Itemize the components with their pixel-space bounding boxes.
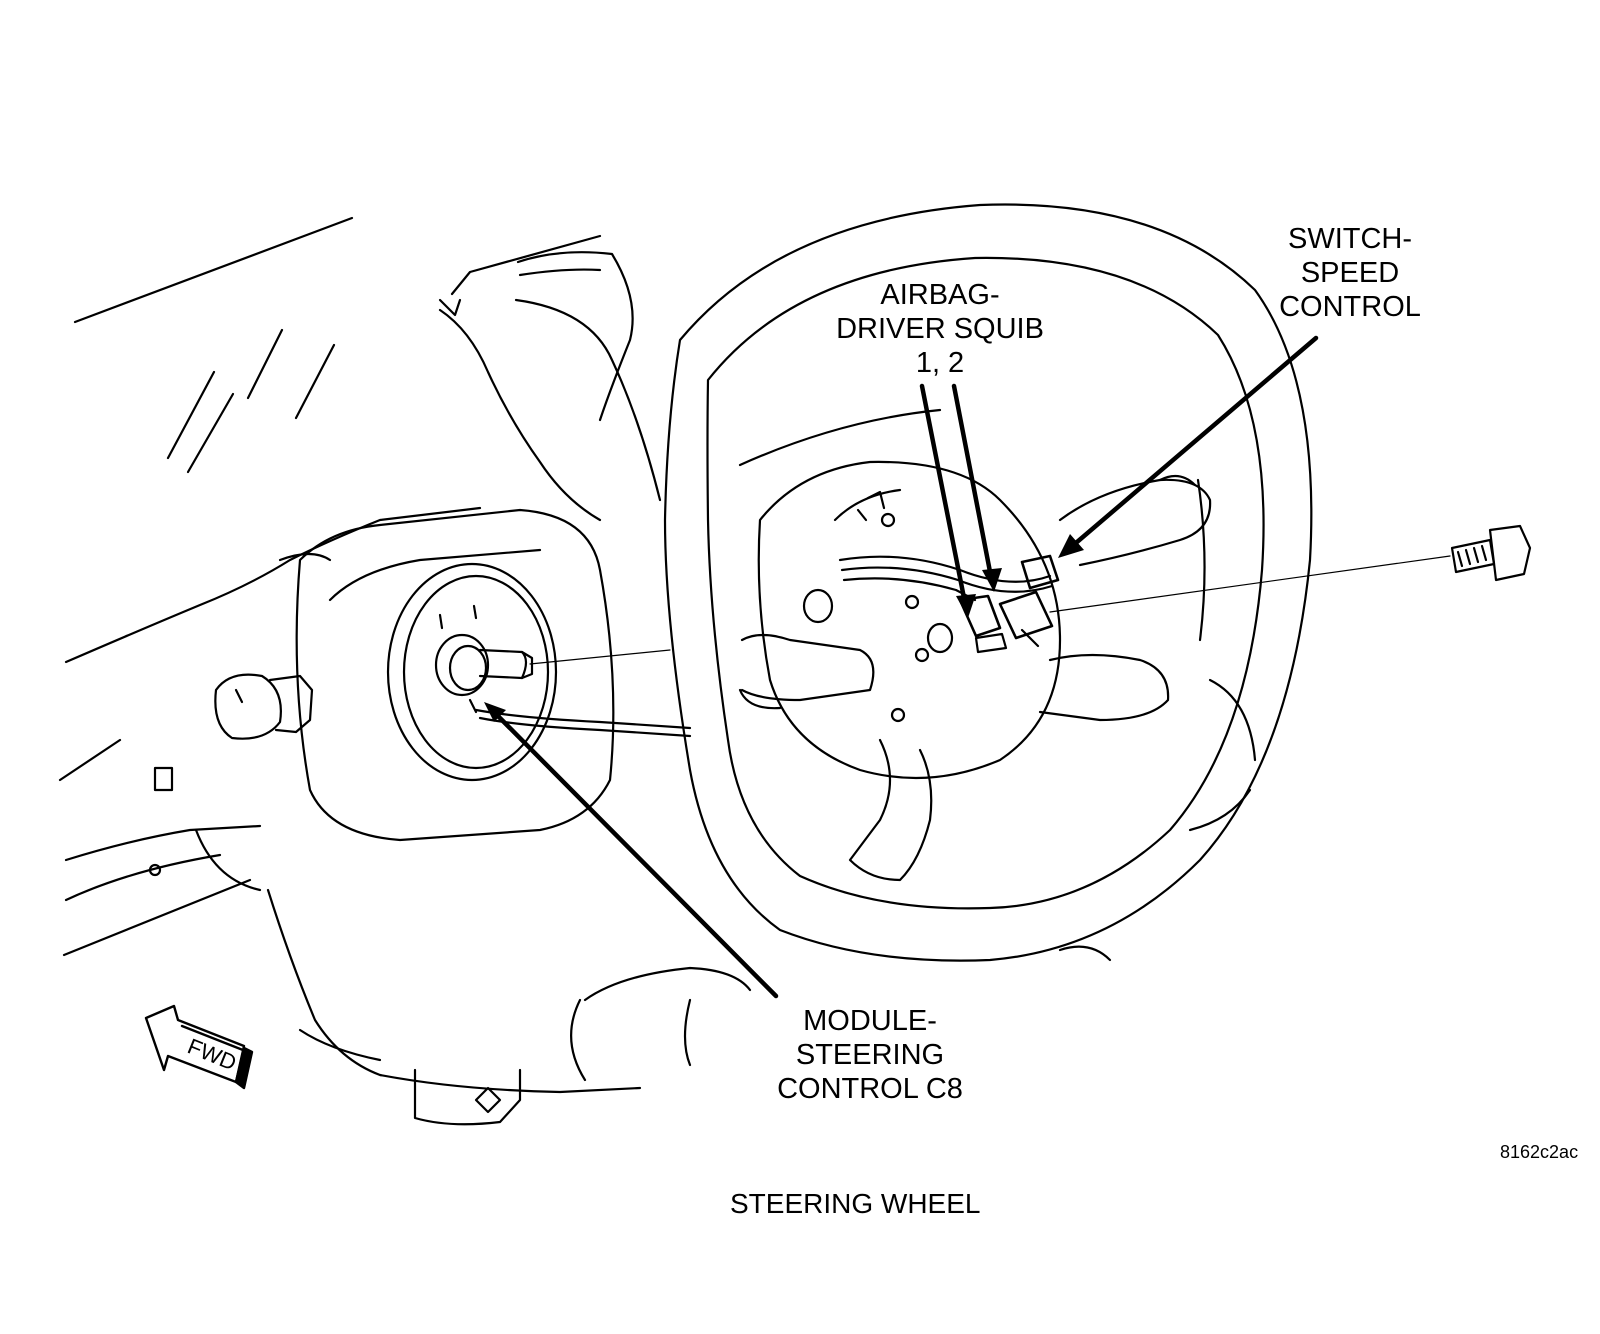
hub-harness <box>838 554 1060 654</box>
wheel-rim <box>663 203 1313 962</box>
clockspring-wiring <box>468 649 692 738</box>
instrument-panel <box>58 251 662 957</box>
label-line: CONTROL <box>1279 291 1421 323</box>
label-line: CONTROL C8 <box>777 1073 963 1105</box>
fwd-arrow <box>144 1004 254 1090</box>
label-line: MODULE- <box>803 1005 937 1037</box>
label-airbag-driver-squib: AIRBAG- DRIVER SQUIB 1, 2 <box>830 278 1050 380</box>
wheel-spokes <box>738 474 1212 882</box>
clockspring <box>386 562 558 782</box>
leader-arrows <box>489 335 1319 999</box>
label-line: SPEED <box>1300 257 1400 289</box>
shroud-plate <box>295 508 615 842</box>
label-module-steering-control: MODULE- STEERING CONTROL C8 <box>760 1004 980 1106</box>
label-line: 1, 2 <box>915 347 965 379</box>
figure-caption: STEERING WHEEL <box>730 1188 981 1219</box>
arrow-heads <box>484 534 1084 722</box>
dashboard-lines <box>73 216 602 474</box>
label-line: DRIVER SQUIB <box>836 313 1044 345</box>
bolt <box>1049 524 1532 613</box>
column-lower-cover <box>266 888 752 1126</box>
label-line: AIRBAG- <box>880 279 1000 311</box>
label-switch-speed-control: SWITCH- SPEED CONTROL <box>1260 222 1440 324</box>
wheel-hub <box>757 460 1062 780</box>
figure-code: 8162c2ac <box>1500 1142 1579 1162</box>
turn-signal-stalk <box>214 673 314 740</box>
label-line: SWITCH- <box>1287 223 1413 255</box>
label-line: STEERING <box>795 1039 945 1071</box>
